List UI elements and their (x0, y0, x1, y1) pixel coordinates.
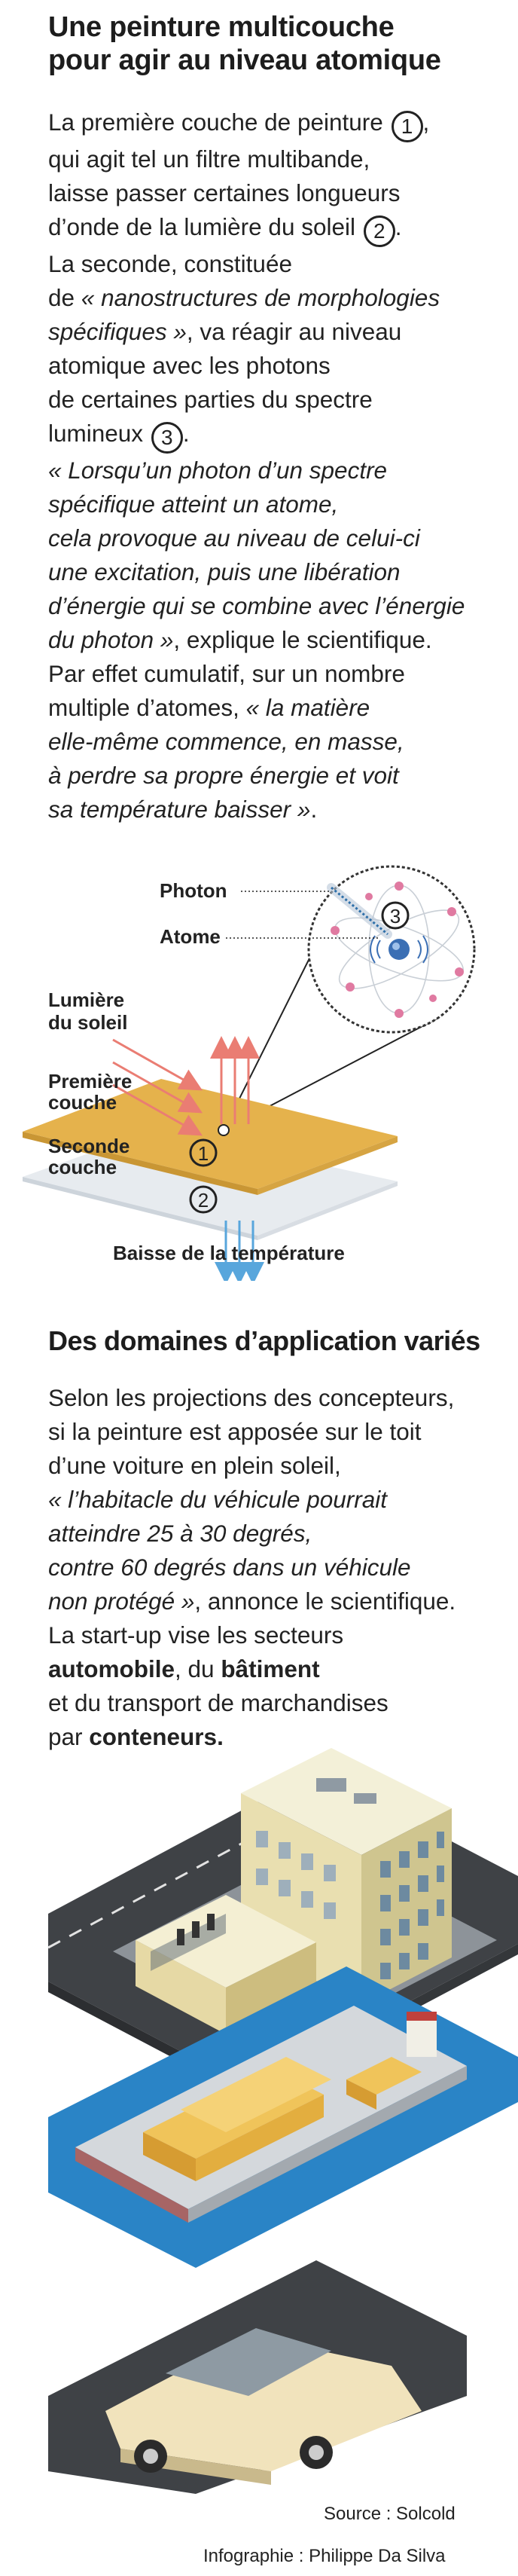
small-building (136, 1895, 316, 1988)
section-title-2: Des domaines d’application variés (48, 1325, 480, 1356)
p2-line: si la peinture est apposée sur le toit (48, 1418, 422, 1445)
number-badge-2: 2 (363, 215, 395, 247)
p1-quote: « la matière (245, 694, 370, 721)
diagram-number-1: 1 (198, 1142, 209, 1165)
first-layer-label-1: Première (48, 1070, 132, 1092)
car-scene (48, 2260, 467, 2494)
reflected-arrows (210, 1036, 260, 1124)
p2-line: Selon les projections des concepteurs, (48, 1384, 455, 1411)
number-badge-3: 3 (151, 422, 183, 454)
applications-illustration (47, 1748, 518, 2494)
cargo-ship-scene (48, 1966, 518, 2268)
tall-building (241, 1748, 452, 1855)
paragraph-1: La première couche de peinture 1, qui ag… (48, 108, 465, 823)
section-title-1: Une peinture multicouche pour agir au ni… (48, 11, 500, 77)
source-credit: Source : Solcold (324, 2504, 456, 2524)
p1-text: , va réagir au niveau (186, 318, 402, 345)
sector-automobile: automobile (48, 1655, 175, 1682)
contact-point (218, 1124, 230, 1136)
p1-line: qui agit tel un filtre multibande, (48, 145, 370, 173)
p1-quote: du photon » (48, 626, 174, 653)
punct: . (182, 420, 190, 447)
p1-quote: d’énergie qui se combine avec l’énergie (48, 592, 465, 619)
sector-conteneurs: conteneurs. (89, 1723, 224, 1750)
atom-zoom-circle: 3 (307, 865, 476, 1034)
p1-text: de (48, 284, 81, 311)
p1-text: lumineux (48, 420, 150, 447)
number-badge-1: 1 (391, 111, 423, 142)
diagram-number-3: 3 (390, 905, 401, 927)
containers (143, 2057, 422, 2181)
title-line-1: Une peinture multicouche (48, 11, 395, 43)
sector-batiment: bâtiment (221, 1655, 320, 1682)
p2-line: La start-up vise les secteurs (48, 1621, 344, 1649)
p2-quote: atteindre 25 à 30 degrés, (48, 1520, 312, 1547)
cooling-arrows (215, 1221, 264, 1281)
p2-line: et du transport de marchandises (48, 1689, 388, 1716)
p1-quote: cela provoque au niveau de celui-ci (48, 524, 420, 552)
p2-quote: non protégé » (48, 1587, 195, 1615)
p1-line: La seconde, constituée (48, 250, 292, 277)
second-layer-label-1: Seconde (48, 1135, 130, 1157)
temperature-label: Baisse de la température (113, 1242, 345, 1264)
sunlight-label-2: du soleil (48, 1011, 127, 1034)
p1-quote: sa température baisser » (48, 796, 311, 823)
title-line-2: pour agir au niveau atomique (48, 44, 441, 76)
p1-quote: spécifiques » (48, 318, 187, 345)
p2-line: d’une voiture en plein soleil, (48, 1452, 341, 1479)
atome-label: Atome (160, 925, 221, 948)
punct: . (395, 213, 402, 240)
first-layer-label-2: couche (48, 1091, 117, 1114)
p1-quote: « Lorsqu’un photon d’un spectre (48, 457, 388, 484)
p1-text: multiple d’atomes, (48, 694, 246, 721)
p1-quote: spécifique atteint un atome, (48, 490, 339, 518)
photon-label: Photon (160, 879, 227, 902)
p2-text: , du (175, 1655, 221, 1682)
p1-line: Par effet cumulatif, sur un nombre (48, 660, 405, 687)
p1-line: atomique avec les photons (48, 352, 331, 379)
diagram-number-2: 2 (198, 1189, 209, 1212)
p1-quote: une excitation, puis une libération (48, 558, 401, 585)
infographic-credit: Infographie : Philippe Da Silva (203, 2546, 446, 2566)
layer-diagram: 3 Photon Atome 1 2 Lumière du soleil Pre… (23, 865, 476, 1281)
p1-line: laisse passer certaines longueurs (48, 179, 401, 206)
paragraph-2: Selon les projections des concepteurs, s… (48, 1381, 456, 1754)
p1-quote: « nanostructures de morphologies (81, 284, 440, 311)
first-layer (23, 1079, 398, 1189)
p2-text: par (48, 1723, 90, 1750)
p2-quote: contre 60 degrés dans un véhicule (48, 1554, 411, 1581)
p1-quote: elle-même commence, en masse, (48, 728, 404, 755)
p1-quote: à perdre sa propre énergie et voit (48, 762, 399, 789)
p1-line: d’onde de la lumière du soleil (48, 213, 362, 240)
punct: . (310, 796, 318, 823)
p1-text: , explique le scientifique. (173, 626, 432, 653)
sunlight-arrows (112, 1038, 203, 1136)
p1-line: La première couche de peinture (48, 108, 390, 136)
p2-text: , annonce le scientifique. (194, 1587, 456, 1615)
p2-quote: « l’habitacle du véhicule pourrait (48, 1486, 388, 1513)
p1-line: de certaines parties du spectre (48, 386, 373, 413)
sunlight-label-1: Lumière (48, 989, 124, 1011)
second-layer-label-2: couche (48, 1156, 117, 1178)
